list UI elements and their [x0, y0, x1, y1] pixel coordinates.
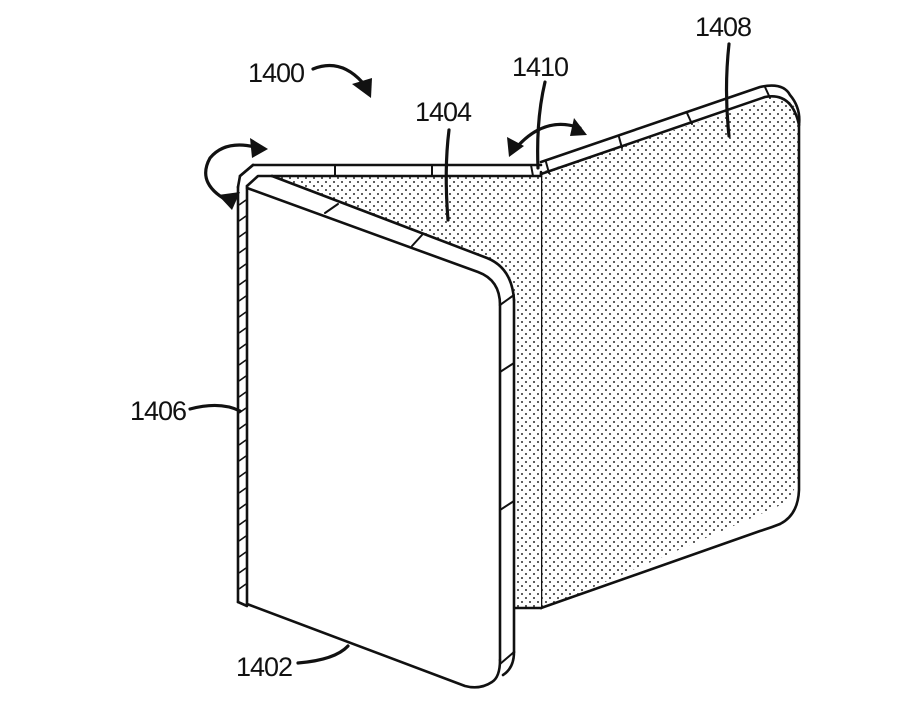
right-panel	[539, 84, 801, 610]
leader-1402	[296, 644, 350, 665]
leader-1404	[444, 128, 451, 222]
front-panel-face	[247, 186, 514, 685]
label-1400: 1400	[248, 58, 304, 88]
label-1404: 1404	[415, 97, 472, 127]
right-panel-face	[541, 99, 799, 610]
leader-1400	[311, 64, 372, 98]
leader-1410	[536, 80, 547, 170]
label-1406: 1406	[130, 396, 186, 426]
label-1402: 1402	[236, 652, 292, 682]
front-panel	[236, 163, 516, 689]
leader-1408	[724, 42, 731, 138]
label-1410: 1410	[512, 52, 568, 82]
left-hinge-hatching	[238, 199, 247, 590]
leader-1406	[188, 403, 242, 413]
right-panel-top-bezel	[539, 84, 801, 164]
label-1408: 1408	[695, 12, 751, 42]
right-hinge-rotation-arrow	[507, 118, 587, 157]
left-hinge-rotation-arrow	[204, 138, 268, 210]
